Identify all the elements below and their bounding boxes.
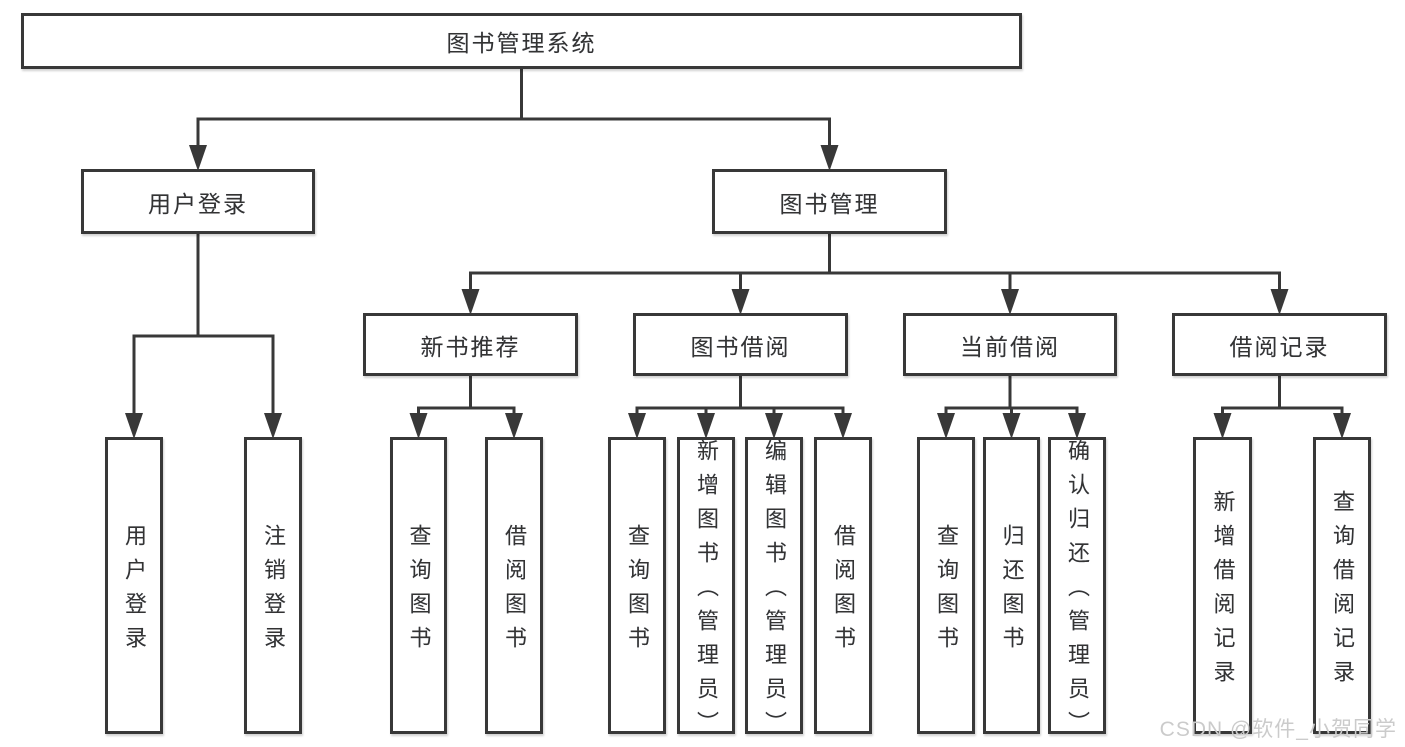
diagram-node-user-login: 用户登录 — [105, 437, 163, 734]
node-label: 当前借阅 — [960, 333, 1060, 360]
node-label: 查询图书 — [406, 523, 432, 660]
node-label: 用户登录 — [148, 190, 248, 217]
node-label: 借阅图书 — [502, 523, 527, 660]
diagram-node-query-borrow-record: 查询借阅记录 — [1313, 437, 1371, 734]
diagram-node-borrow-records: 借阅记录 — [1172, 313, 1387, 376]
diagram-node-add-borrow-record: 新增借阅记录 — [1193, 437, 1252, 734]
node-label: 查询图书 — [625, 523, 650, 660]
diagram-node-edit-book: 编辑图书（管理员） — [745, 437, 803, 745]
diagram-node-add-book: 新增图书（管理员） — [677, 437, 735, 745]
node-label: 图书借阅 — [690, 333, 791, 360]
node-label: 查询借阅记录 — [1330, 489, 1355, 694]
diagram-node-query-book-1: 查询图书 — [390, 437, 447, 734]
diagram-node-confirm-return: 确认归还（管理员） — [1048, 437, 1106, 745]
node-label: 图书管理 — [779, 190, 880, 217]
diagram-node-logout: 注销登录 — [244, 437, 302, 734]
diagram-node-query-book-2: 查询图书 — [608, 437, 666, 734]
diagram-node-borrow-book-1: 借阅图书 — [485, 437, 543, 734]
diagram-node-user-login-grp: 用户登录 — [81, 169, 315, 234]
diagram-node-borrow-book-2: 借阅图书 — [814, 437, 872, 734]
node-label: 注销登录 — [261, 523, 286, 660]
diagram-node-query-book-3: 查询图书 — [917, 437, 975, 734]
node-label: 借阅记录 — [1229, 333, 1330, 360]
diagram-node-return-book: 归还图书 — [983, 437, 1040, 734]
diagram-node-root: 图书管理系统 — [21, 13, 1022, 69]
node-label: 借阅图书 — [831, 523, 856, 660]
node-label: 确认归还（管理员） — [1065, 438, 1090, 745]
node-label: 新增借阅记录 — [1210, 489, 1236, 694]
diagram-node-current-borrow: 当前借阅 — [903, 313, 1117, 376]
node-label: 用户登录 — [122, 523, 147, 660]
node-label: 图书管理系统 — [446, 30, 597, 56]
node-label: 查询图书 — [934, 523, 959, 660]
node-label: 归还图书 — [999, 523, 1025, 660]
diagram-node-new-book-rec: 新书推荐 — [363, 313, 578, 376]
node-label: 新增图书（管理员） — [694, 438, 719, 745]
diagram-node-book-mgmt: 图书管理 — [712, 169, 947, 234]
watermark: CSDN @软件_小贺同学 — [1159, 718, 1397, 741]
diagram-node-book-borrow: 图书借阅 — [633, 313, 848, 376]
node-label: 编辑图书（管理员） — [762, 438, 787, 745]
node-label: 新书推荐 — [420, 333, 521, 360]
